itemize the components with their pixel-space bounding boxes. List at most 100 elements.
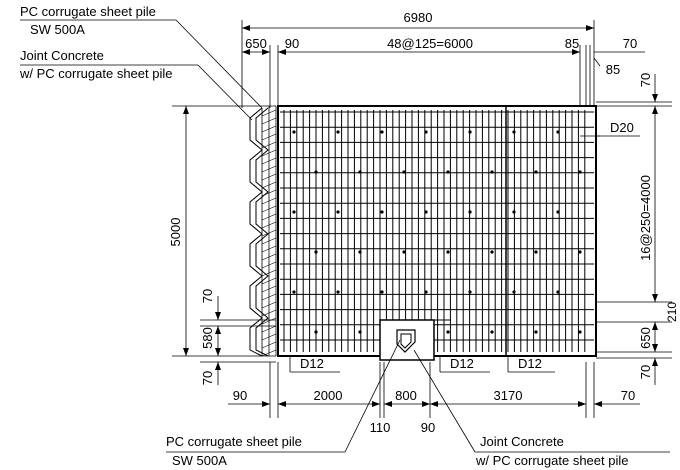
hatch-line	[261, 213, 277, 221]
hatch-line	[261, 109, 277, 117]
hatch-line	[261, 157, 277, 165]
rebar-dot	[292, 290, 296, 294]
rebar-dot	[380, 210, 384, 214]
hatch-line	[261, 253, 277, 261]
hatch-line	[261, 165, 277, 173]
rebar-horizontal-bars	[280, 111, 594, 341]
hatch-line	[261, 309, 277, 317]
rebar-dot	[512, 130, 516, 134]
rebar-dot	[336, 130, 340, 134]
rebar-dot	[358, 170, 362, 174]
rebar-dot	[380, 290, 384, 294]
rebar-dot	[468, 210, 472, 214]
rebar-dot	[490, 250, 494, 254]
top-dimensions	[241, 20, 645, 108]
rebar-dot	[578, 250, 582, 254]
hatch-line	[261, 221, 277, 229]
dim-bottom-110: 110	[370, 420, 391, 435]
label-sw500a-top: SW 500A	[30, 22, 85, 37]
hatch-line	[261, 341, 277, 349]
dim-bottom-70: 70	[621, 388, 635, 403]
hatch-line	[261, 149, 277, 157]
sheet-pile-corrugation	[249, 107, 269, 357]
dim-spacing: 48@125=6000	[387, 36, 473, 51]
rebar-d12-right: D12	[518, 356, 542, 371]
hatch-line	[261, 245, 277, 253]
dim-bottom-3170: 3170	[494, 388, 523, 403]
rebar-dot	[314, 330, 318, 334]
dim-bottom-800: 800	[395, 388, 417, 403]
dim-bottom-90b: 90	[421, 420, 435, 435]
rebar-dot	[534, 250, 538, 254]
rebar-dot	[292, 210, 296, 214]
rebar-dot	[402, 170, 406, 174]
hatch-line	[261, 325, 277, 333]
hatch-line	[261, 141, 277, 149]
dim-left-650: 650	[245, 36, 267, 51]
rebar-dot	[358, 330, 362, 334]
hatch-line	[261, 197, 277, 205]
label-joint-sub-bottom: w/ PC corrugate sheet pile	[475, 453, 628, 468]
rebar-dot	[336, 210, 340, 214]
rebar-dot	[512, 210, 516, 214]
rebar-dot	[424, 210, 428, 214]
dim-left-580: 580	[200, 327, 215, 349]
right-dimensions	[580, 74, 672, 385]
rebar-dot	[512, 290, 516, 294]
hatch-line	[261, 189, 277, 197]
hatch-line	[261, 229, 277, 237]
rebar-vertical-bars	[283, 110, 586, 352]
rebar-dot	[314, 250, 318, 254]
hatch-line	[261, 269, 277, 277]
hatch-line	[261, 349, 277, 357]
hatch-line	[261, 277, 277, 285]
rebar-dots	[292, 130, 582, 334]
hatch-line	[261, 317, 277, 325]
rebar-dot	[380, 130, 384, 134]
dim-right-210: 210	[665, 302, 679, 322]
rebar-dot	[578, 170, 582, 174]
rebar-dot	[468, 130, 472, 134]
dim-left-70-b: 70	[200, 371, 215, 385]
dim-left-70-a: 70	[200, 289, 215, 303]
dim-right-650: 650	[638, 327, 653, 349]
hatch-line	[261, 181, 277, 189]
rebar-dot	[314, 170, 318, 174]
wall-hatching	[261, 109, 277, 357]
rebar-dot	[336, 290, 340, 294]
rebar-dot	[578, 330, 582, 334]
label-pc-sheet-pile-bottom: PC corrugate sheet pile	[166, 434, 302, 449]
leader-lines	[20, 19, 670, 453]
dim-right-85a: 85	[565, 36, 579, 51]
rebar-dot	[424, 290, 428, 294]
hatch-line	[261, 173, 277, 181]
rebar-dot	[534, 170, 538, 174]
rebar-dot	[446, 330, 450, 334]
rebar-d12-mid: D12	[450, 356, 474, 371]
rebar-d12-left: D12	[300, 356, 324, 371]
dim-bottom-90: 90	[233, 388, 247, 403]
rebar-dot	[534, 330, 538, 334]
dim-right-70: 70	[623, 36, 637, 51]
rebar-dot	[446, 250, 450, 254]
bottom-dimensions	[228, 362, 640, 418]
label-joint-concrete-bottom: Joint Concrete	[480, 434, 564, 449]
rebar-dot	[446, 170, 450, 174]
slab-outline	[277, 105, 597, 357]
left-dimensions	[172, 105, 276, 385]
hatch-line	[261, 261, 277, 269]
hatch-line	[261, 133, 277, 141]
dim-left-90: 90	[285, 36, 299, 51]
rebar-dot	[556, 130, 560, 134]
rebar-dot	[424, 130, 428, 134]
label-joint-sub-top: w/ PC corrugate sheet pile	[19, 66, 172, 81]
label-pc-sheet-pile-top: PC corrugate sheet pile	[20, 4, 156, 19]
rebar-dot	[556, 290, 560, 294]
label-sw500a-bottom: SW 500A	[172, 453, 227, 468]
rebar-dot	[556, 210, 560, 214]
rebar-dot	[490, 330, 494, 334]
joint-concrete-hatch	[261, 106, 277, 356]
hatch-line	[261, 333, 277, 341]
rebar-dot	[402, 250, 406, 254]
